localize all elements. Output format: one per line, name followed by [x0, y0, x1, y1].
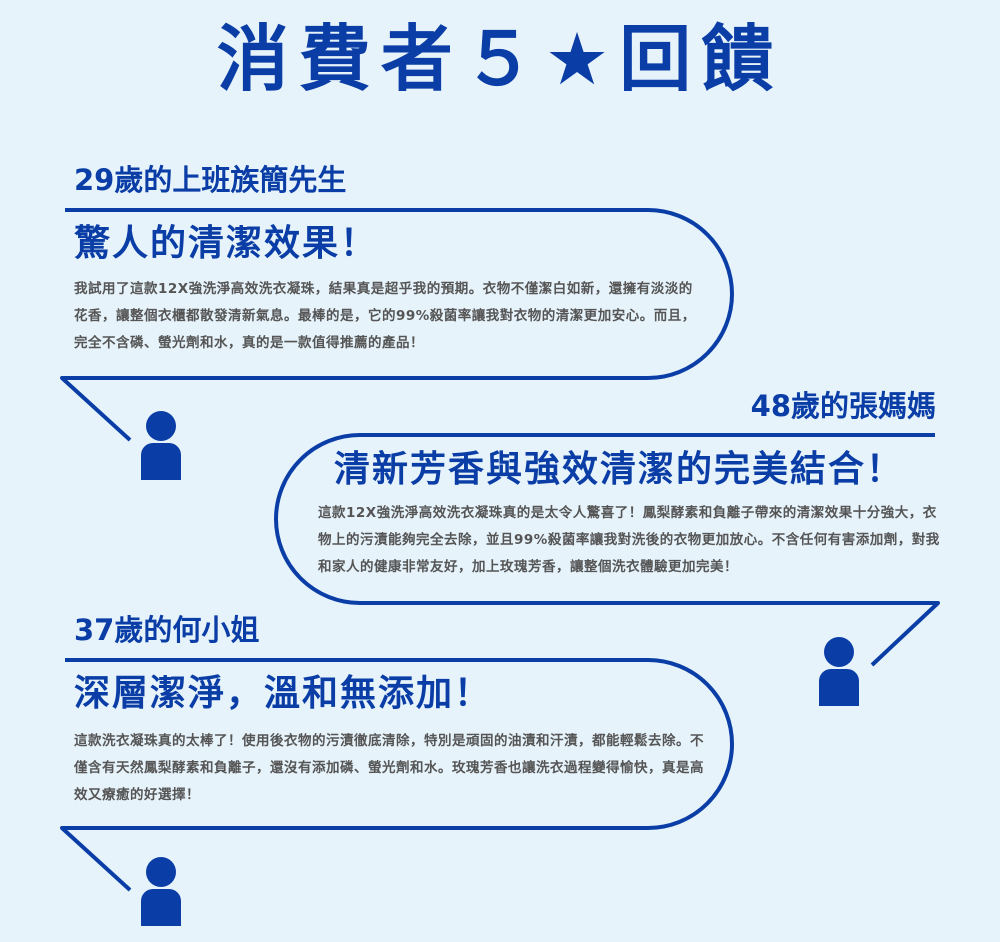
testimonial-2-headline: 清新芳香與強效清潔的完美結合！	[334, 449, 905, 490]
testimonial-1-name: 29歲的上班族簡先生	[74, 163, 347, 197]
testimonial-3-name: 37歲的何小姐	[74, 613, 260, 647]
page-title: 消費者５★回饋	[216, 17, 784, 101]
testimonial-3-headline: 深層潔淨，溫和無添加！	[74, 673, 493, 714]
bubble-outline-1	[60, 208, 734, 442]
bubble-outline-3	[60, 658, 734, 892]
testimonial-1-headline: 驚人的清潔效果！	[74, 223, 379, 264]
person-icon	[141, 411, 181, 480]
bubble-outline-2	[274, 433, 940, 667]
testimonial-2-body: 這款12X強洗淨高效洗衣凝珠真的是太令人驚喜了！鳳梨酵素和負離子帶來的清潔效果十…	[318, 505, 940, 575]
person-icon	[141, 857, 181, 926]
testimonial-2-name: 48歲的張媽媽	[750, 389, 936, 423]
person-icon	[819, 637, 859, 706]
testimonial-1-body: 我試用了這款12X強洗淨高效洗衣凝珠，結果真是超乎我的預期。衣物不僅潔白如新，還…	[74, 281, 696, 351]
testimonial-3-body: 這款洗衣凝珠真的太棒了！使用後衣物的污漬徹底清除，特別是頑固的油漬和汗漬，都能輕…	[74, 733, 704, 803]
